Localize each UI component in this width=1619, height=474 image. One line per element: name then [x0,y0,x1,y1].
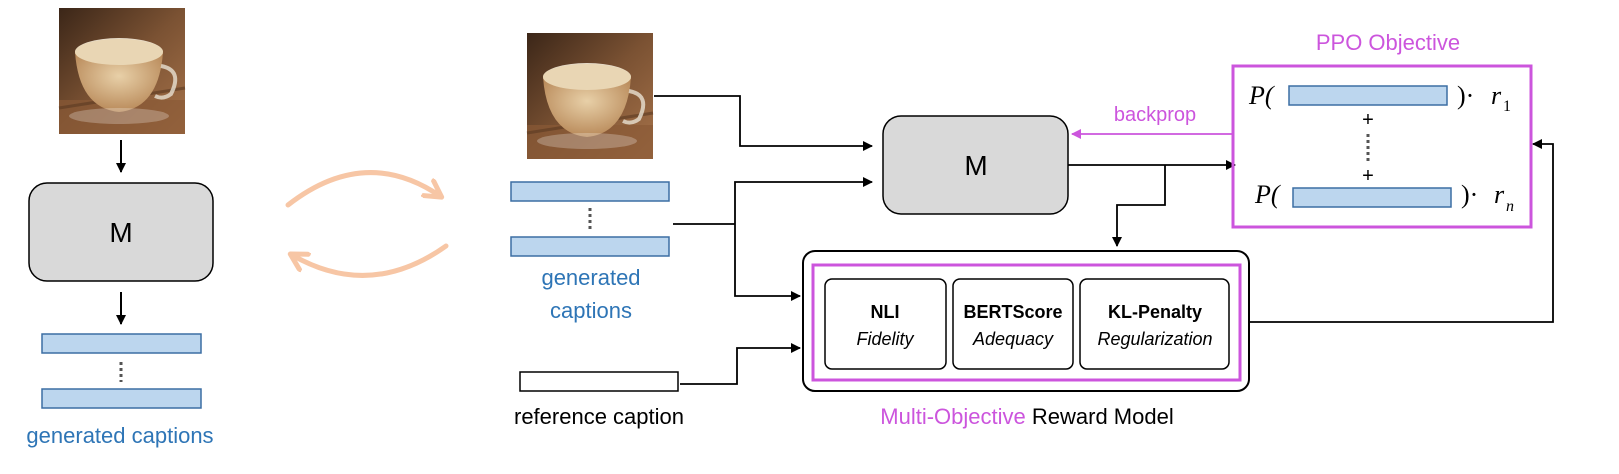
arrow-captions-to-model [734,177,873,224]
component-name-kl-penalty: KL-Penalty [1108,302,1202,322]
arrow-reference-to-reward [680,343,801,385]
reward-model-title: Multi-Objective Reward Model [880,404,1173,429]
ppo-termn-caption-bar [1292,187,1452,208]
generated-captions-label-middle-line2: captions [550,298,632,323]
ppo-title: PPO Objective [1316,30,1460,55]
ppo-termn-subscript: n [1506,198,1514,215]
reference-caption-label: reference caption [514,404,684,429]
model-label-left: M [109,217,132,248]
cycle-arrow-forward [285,170,440,208]
coffee-photo-middle [525,31,655,161]
arrow-photo-to-model [654,95,873,151]
component-role-nli: Fidelity [856,329,914,349]
cycle-arrow-backward [292,243,449,278]
arrow-reward-to-ppo [1249,139,1554,323]
model-box-left [28,182,214,282]
generated-captions-label-middle-line1: generated [541,265,640,290]
component-box-bertscore [952,278,1074,370]
ppo-objective-box [1231,64,1533,229]
component-role-bertscore: Adequacy [972,329,1054,349]
component-box-nli [824,278,947,370]
generated-captions-label-left: generated captions [26,423,213,448]
ppo-term1-subscript: 1 [1503,98,1511,115]
component-role-kl-penalty: Regularization [1097,329,1212,349]
model-label-main: M [964,150,987,181]
caption-bar-middle-top [510,181,670,202]
caption-bar-middle-bottom [510,236,670,257]
component-name-bertscore: BERTScore [963,302,1062,322]
arrow-model-to-reward [1112,165,1166,247]
ppo-term1-prefix: P( [1248,81,1275,110]
coffee-photo-left [57,6,187,136]
ppo-termn-suffix: )· [1461,180,1478,209]
arrow-captions-to-reward [734,224,801,301]
multi-objective-box [811,263,1242,382]
caption-bar-left-top [41,333,202,354]
caption-bar-left-bottom [41,388,202,409]
component-box-kl-penalty [1079,278,1230,370]
reward-model-title-part1: Multi-Objective [880,404,1025,429]
backprop-label: backprop [1114,104,1196,126]
ppo-plus-top: + [1362,109,1374,131]
ppo-term1-caption-bar [1288,85,1448,106]
component-name-nli: NLI [871,302,900,322]
reference-caption-bar [519,371,679,392]
ppo-term1-reward: r [1491,81,1502,110]
ppo-term1-suffix: )· [1457,81,1474,110]
ppo-plus-bottom: + [1362,165,1374,187]
ppo-termn-prefix: P( [1254,180,1281,209]
reward-model-title-part2: Reward Model [1026,404,1174,429]
ppo-termn-reward: r [1494,180,1505,209]
